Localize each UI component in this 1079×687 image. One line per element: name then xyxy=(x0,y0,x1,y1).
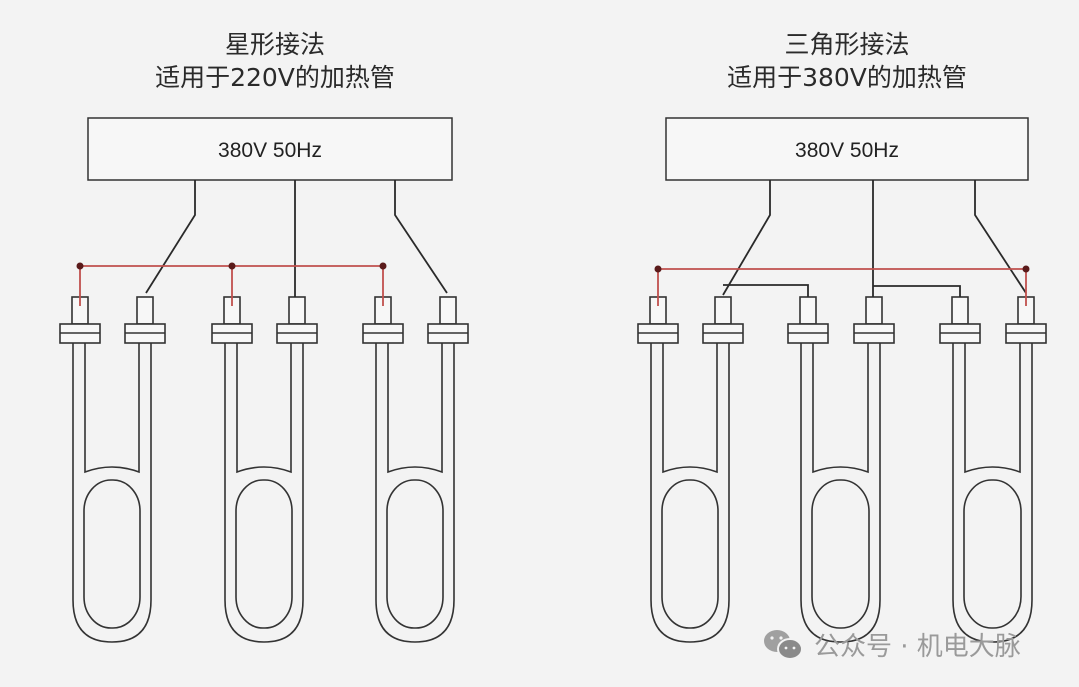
star-supply-box: 380V 50Hz xyxy=(87,117,453,181)
tube-loop xyxy=(963,479,1022,629)
delta-supply-box: 380V 50Hz xyxy=(665,117,1029,181)
tube-outline xyxy=(800,343,881,643)
tube-inner-outline xyxy=(387,343,443,474)
tube-outline xyxy=(224,343,304,643)
star-supply-label: 380V 50Hz xyxy=(218,139,322,162)
tube-inner-outline xyxy=(84,343,140,474)
heating-tube xyxy=(637,296,744,643)
tube-outline xyxy=(952,343,1033,643)
tube-inner-outline xyxy=(964,343,1021,474)
wechat-icon xyxy=(764,629,803,660)
delta-title-line2: 适用于380V的加热管 xyxy=(727,63,967,92)
terminal-pin xyxy=(714,296,732,325)
tube-inner-outline xyxy=(236,343,292,474)
star-title: 星形接法 适用于220V的加热管 xyxy=(75,28,475,94)
watermark-text: 公众号 · 机电大脉 xyxy=(814,632,1021,662)
delta-title-line1: 三角形接法 xyxy=(784,30,910,59)
phase-wire-l1 xyxy=(145,180,196,294)
star-title-line2: 适用于220V的加热管 xyxy=(155,63,395,92)
tube-loop xyxy=(235,479,293,629)
terminal-pin xyxy=(136,296,154,325)
terminal-pin xyxy=(865,296,883,325)
heating-tube xyxy=(211,296,318,643)
heating-tube xyxy=(939,296,1047,643)
tube-outline xyxy=(650,343,730,643)
junction-dot xyxy=(379,262,387,270)
delta-link xyxy=(723,284,809,297)
terminal-pin xyxy=(439,296,457,325)
tube-outline xyxy=(375,343,455,643)
tube-loop xyxy=(811,479,870,629)
heating-tube xyxy=(59,296,166,643)
tube-loop xyxy=(386,479,444,629)
terminal-pin xyxy=(288,296,306,325)
junction-dot xyxy=(1022,265,1030,273)
heating-tube xyxy=(787,296,895,643)
delta-supply-label: 380V 50Hz xyxy=(795,139,899,162)
phase-wire-l1 xyxy=(722,180,771,296)
junction-dot xyxy=(654,265,662,273)
phase-wire-l3 xyxy=(394,180,448,294)
delta-title: 三角形接法 适用于380V的加热管 xyxy=(647,28,1047,94)
delta-link xyxy=(873,285,961,297)
heating-tube xyxy=(362,296,469,643)
tube-loop xyxy=(661,479,719,629)
terminal-pin xyxy=(799,296,817,325)
phase-wire-l3 xyxy=(974,180,1027,294)
terminal-pin xyxy=(951,296,969,325)
tube-loop xyxy=(83,479,141,629)
junction-dot xyxy=(228,262,236,270)
tube-outline xyxy=(72,343,152,643)
star-title-line1: 星形接法 xyxy=(224,30,325,59)
watermark: 公众号 · 机电大脉 xyxy=(762,626,1021,663)
tube-inner-outline xyxy=(662,343,718,474)
junction-dot xyxy=(76,262,84,270)
tube-inner-outline xyxy=(812,343,869,474)
